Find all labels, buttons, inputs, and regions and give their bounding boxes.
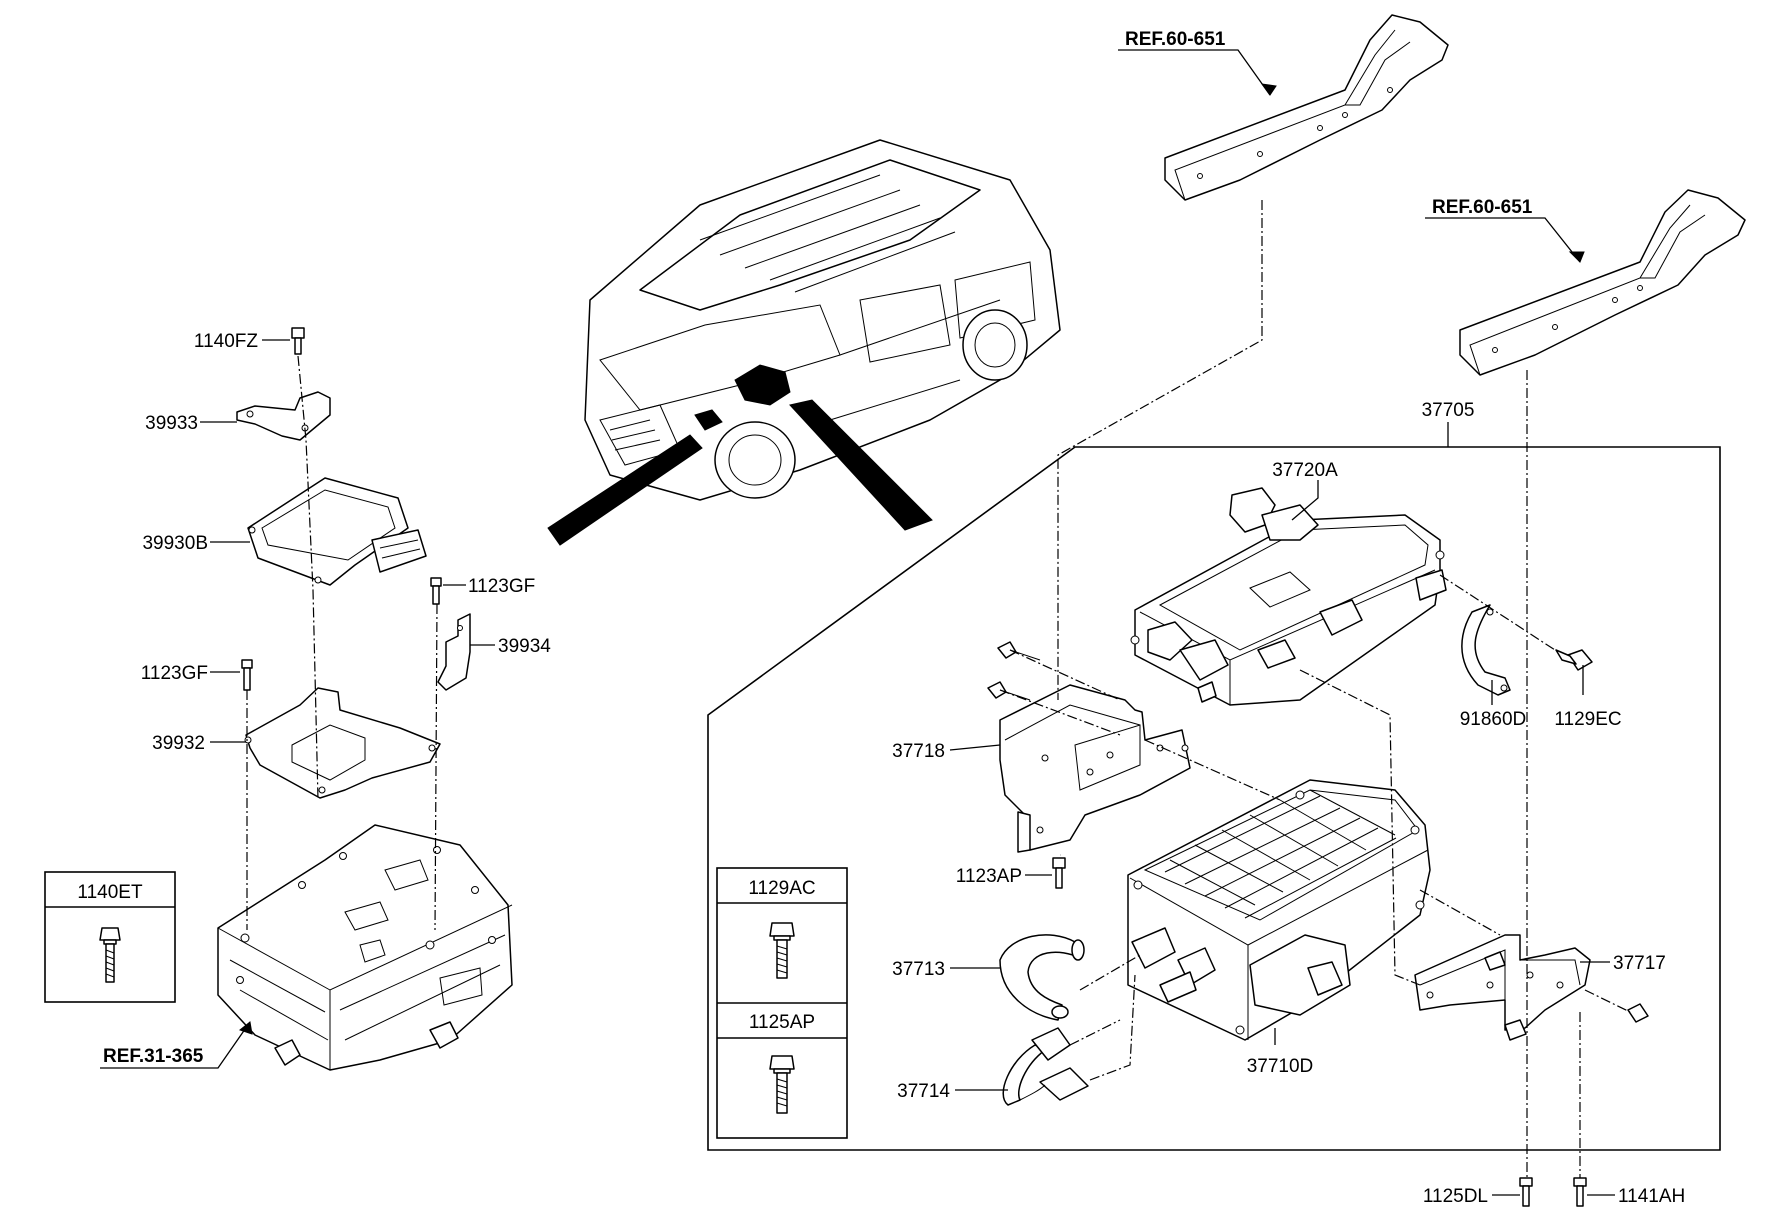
hose-37713: [999, 934, 1085, 1021]
label-37718: 37718: [892, 741, 945, 762]
ecu-39930b: [247, 477, 427, 586]
legend-box-1140et: 1140ET: [44, 871, 176, 1003]
guide-line: [999, 689, 1121, 736]
legend-code-1129ac: 1129AC: [748, 878, 815, 899]
guide-line: [1584, 989, 1631, 1013]
bolt-1129ec: [1555, 649, 1593, 671]
floor-member-lower: [1459, 189, 1746, 376]
ref-31-365-label: REF.31-365: [103, 1046, 204, 1067]
label-37710d: 37710D: [1247, 1056, 1314, 1077]
bracket-37717: [1414, 934, 1649, 1041]
bolt-1123gf-upper: [430, 577, 442, 605]
label-1141ah: 1141AH: [1618, 1186, 1685, 1207]
guide-line: [1009, 649, 1121, 701]
bolt-1123gf-lower: [241, 659, 253, 691]
guide-line: [1144, 739, 1281, 801]
label-39930b: 39930B: [142, 533, 208, 554]
guide-line: [434, 603, 438, 931]
label-1125dl: 1125DL: [1423, 1186, 1488, 1207]
bolt-icon: [99, 927, 121, 983]
guide-line: [1419, 889, 1501, 936]
ref-60-651-upper-label: REF.60-651: [1125, 29, 1226, 50]
cable-91860d: [1461, 604, 1511, 696]
guide-line: [1079, 954, 1141, 991]
legend-code-1125ap: 1125AP: [749, 1012, 815, 1033]
legend-code-1140et: 1140ET: [77, 882, 143, 903]
converter-37710d: [1127, 779, 1431, 1041]
left-assembly: [217, 327, 513, 1071]
kit-outline: [707, 446, 1721, 1151]
kit-37705: [707, 446, 1721, 1151]
bolt-1123ap: [1052, 857, 1066, 889]
label-37713: 37713: [892, 959, 945, 980]
label-91860d: 91860D: [1460, 709, 1527, 730]
guide-line: [1089, 974, 1136, 1081]
controller-37720a: [1130, 487, 1447, 706]
label-39932: 39932: [152, 733, 205, 754]
label-37717: 37717: [1613, 953, 1666, 974]
guide-line: [297, 355, 319, 801]
plate-39932: [244, 687, 441, 799]
bolt-1140fz: [291, 327, 305, 355]
part-labels: REF.60-651 REF.60-651 REF.31-365 1140FZ …: [103, 29, 1685, 1207]
bolt-icon: [769, 922, 795, 979]
inverter-unit: [217, 824, 513, 1071]
vehicle-illustration: [547, 139, 1061, 546]
label-1123ap: 1123AP: [956, 866, 1022, 887]
bolt-1141ah: [1573, 1177, 1587, 1207]
guide-line: [1057, 200, 1263, 700]
label-1129ec: 1129EC: [1554, 709, 1621, 730]
bolt-1125dl: [1519, 1177, 1533, 1207]
label-39934: 39934: [498, 636, 551, 657]
label-37705: 37705: [1422, 400, 1475, 421]
label-1123gf-lower: 1123GF: [141, 663, 208, 684]
leader-lines: [100, 49, 1615, 1196]
bracket-37718: [987, 641, 1191, 853]
label-37720a: 37720A: [1272, 460, 1338, 481]
label-37714: 37714: [897, 1081, 950, 1102]
floor-member-upper: [1164, 14, 1449, 201]
guide-line: [1069, 1019, 1121, 1046]
legend-box-1129ac: 1129AC 1125AP: [716, 867, 848, 1139]
harness-37714: [1002, 1027, 1089, 1106]
bolt-icon: [769, 1055, 795, 1114]
label-1140fz: 1140FZ: [194, 331, 258, 352]
ref-60-651-lower-label: REF.60-651: [1432, 197, 1533, 218]
guide-line: [1439, 574, 1556, 651]
guide-line: [1299, 669, 1421, 986]
bracket-39934: [437, 613, 471, 691]
label-1123gf-upper: 1123GF: [468, 576, 535, 597]
bracket-39933: [236, 391, 331, 441]
label-39933: 39933: [145, 413, 198, 434]
